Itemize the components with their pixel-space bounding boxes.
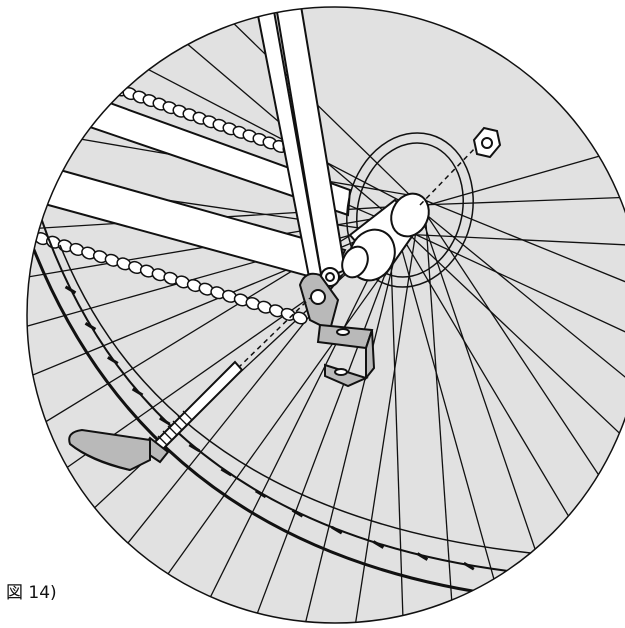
rim-hole-mark (330, 525, 343, 535)
spoke (414, 195, 625, 299)
rim-hole-mark (131, 387, 144, 397)
thread-mark (172, 420, 183, 431)
rim-hole-mark (291, 508, 304, 518)
thread-mark (182, 410, 193, 421)
rim-valve-holes (64, 285, 524, 578)
spoke (419, 196, 625, 206)
rim-hole-mark (463, 561, 475, 571)
chain-lower (27, 228, 308, 325)
spoke (394, 224, 625, 351)
skewer-guide-line (237, 297, 311, 369)
figure-caption: 図 14) (6, 583, 57, 603)
rim-hole-mark (372, 540, 385, 549)
rim-hole-mark (511, 568, 524, 578)
rim-hole-mark (84, 322, 97, 331)
spoke (351, 204, 421, 623)
spoke (200, 224, 396, 617)
rim-hole-mark (64, 285, 77, 295)
thread-mark (167, 425, 178, 436)
rim-hole-mark (220, 467, 233, 477)
axle-guide-line (419, 144, 479, 206)
spoke (419, 204, 613, 496)
spoke (424, 213, 454, 623)
quick-release-skewer (68, 360, 244, 472)
spoke (400, 233, 625, 248)
rim-hole-mark (107, 356, 119, 365)
spoke (127, 57, 426, 215)
chain-link (292, 311, 308, 325)
spoke (389, 215, 625, 450)
axle-nut-icon (472, 126, 502, 159)
hub-flange (346, 132, 474, 288)
rim-hole-mark (416, 552, 429, 561)
rim-hole-mark (188, 443, 201, 453)
detail-circle-outline (26, 6, 625, 624)
spoke (394, 224, 501, 601)
spoke (299, 233, 402, 623)
thread-mark (177, 415, 188, 426)
rim-hole-mark (254, 489, 267, 499)
spoke (413, 195, 544, 572)
thread-mark (157, 435, 168, 446)
chain-upper (112, 83, 298, 157)
thread-mark (162, 430, 173, 441)
wheel-rim (27, 179, 551, 602)
hitch-bracket (298, 272, 376, 388)
rim-hole-mark (158, 416, 171, 426)
